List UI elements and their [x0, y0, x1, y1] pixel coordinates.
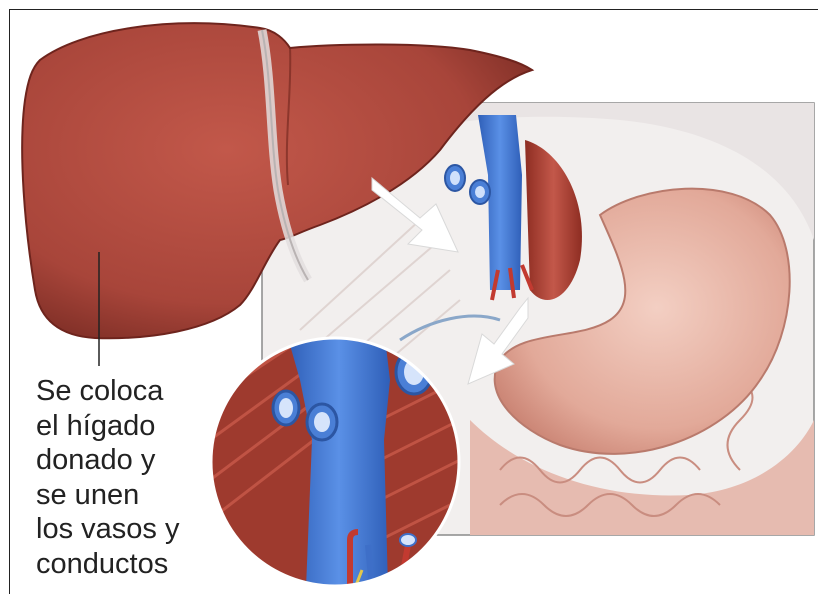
caption-line: los vasos y: [36, 512, 226, 547]
caption-line: donado y: [36, 443, 226, 478]
caption-line: Se coloca: [36, 374, 226, 409]
caption-line: conductos: [36, 547, 226, 582]
caption-text: Se coloca el hígado donado y se unen los…: [36, 374, 226, 581]
caption-line: el hígado: [36, 409, 226, 444]
zoom-detail: [210, 338, 460, 588]
caption-line: se unen: [36, 478, 226, 513]
